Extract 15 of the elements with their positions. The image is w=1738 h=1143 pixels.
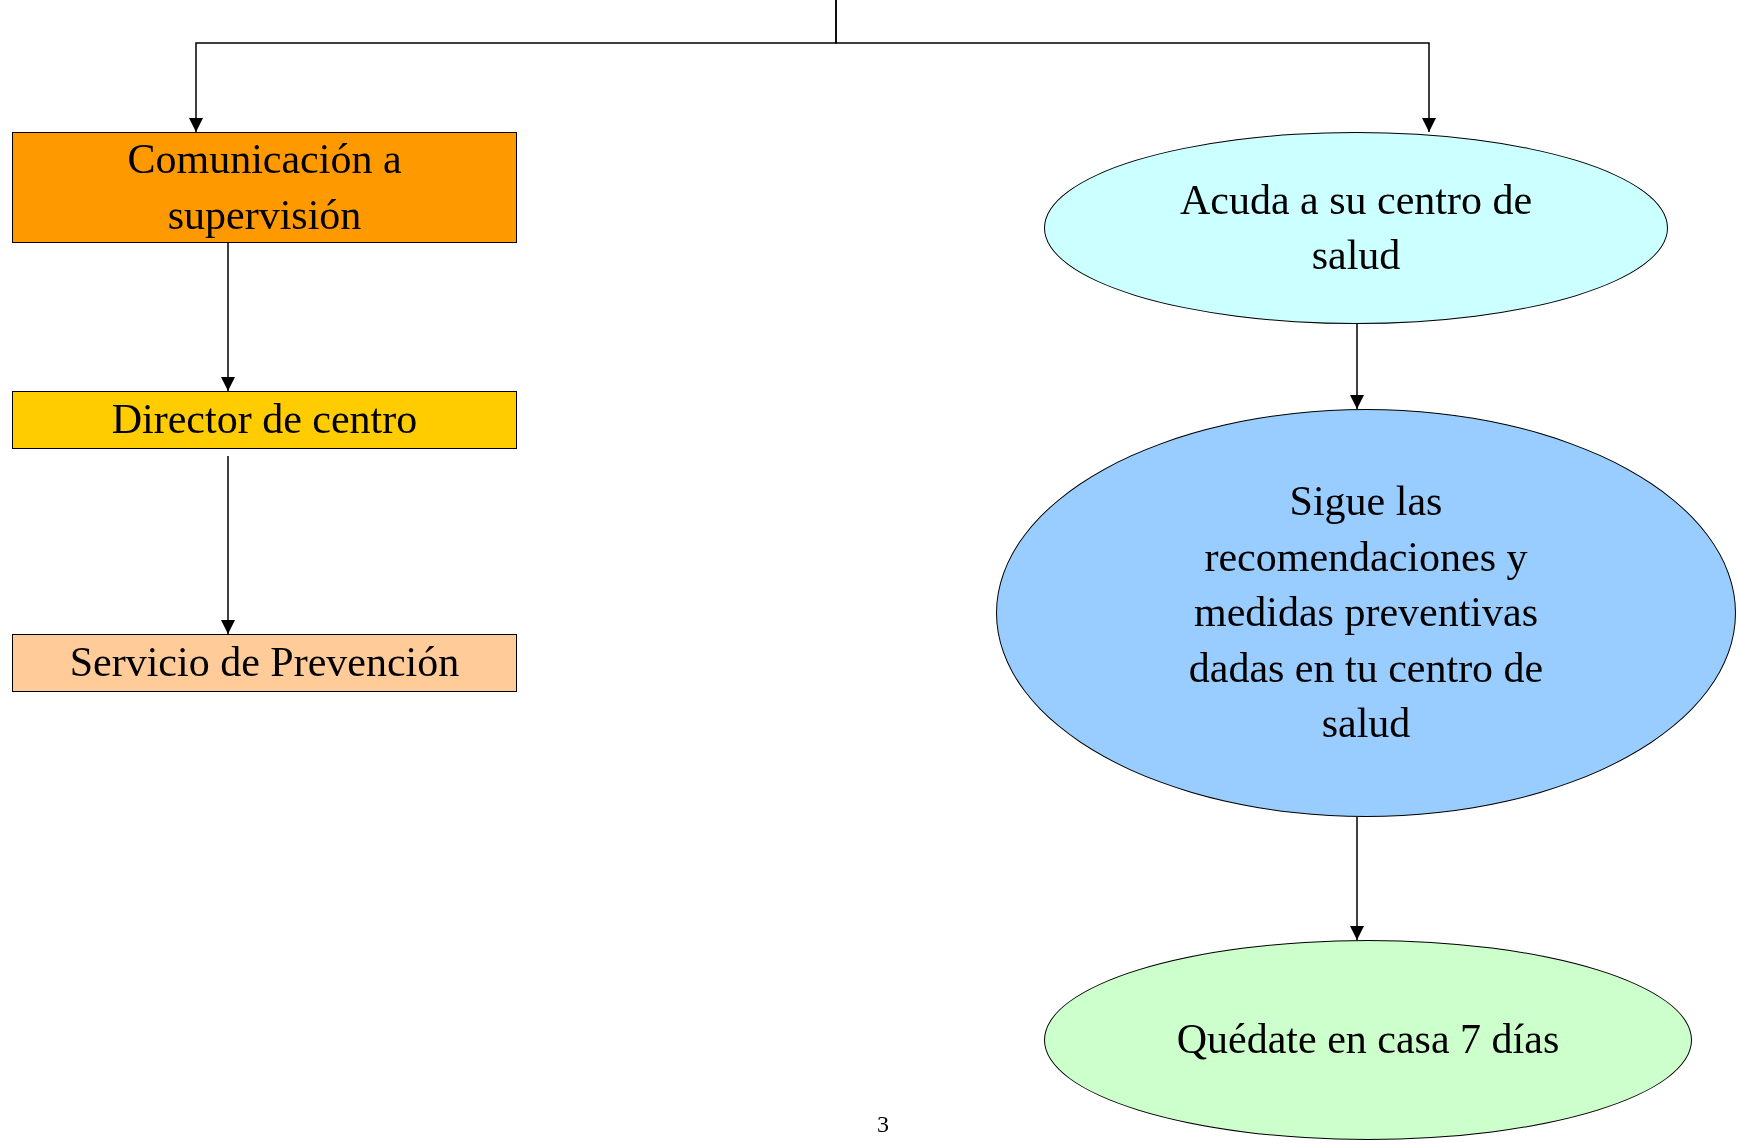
arrow <box>221 455 235 635</box>
process-box <box>12 634 517 692</box>
node-label: Sigue las recomendaciones y medidas preventivas dadas en tu centro de salud <box>1187 477 1545 749</box>
node-label: Director de centro <box>111 395 418 445</box>
arrow <box>1350 816 1364 941</box>
arrow <box>835 0 1436 133</box>
node-label: Comunicación a supervisión <box>126 135 403 240</box>
node-label: Acuda a su centro de salud <box>1178 175 1534 280</box>
process-box <box>12 132 517 243</box>
node-label: Quédate en casa 7 días <box>1176 1015 1560 1065</box>
arrow <box>221 242 235 392</box>
page-number: 3 <box>877 1112 889 1136</box>
node-label: Servicio de Prevención <box>69 638 460 688</box>
arrow <box>1350 323 1364 410</box>
process-box <box>12 391 517 449</box>
